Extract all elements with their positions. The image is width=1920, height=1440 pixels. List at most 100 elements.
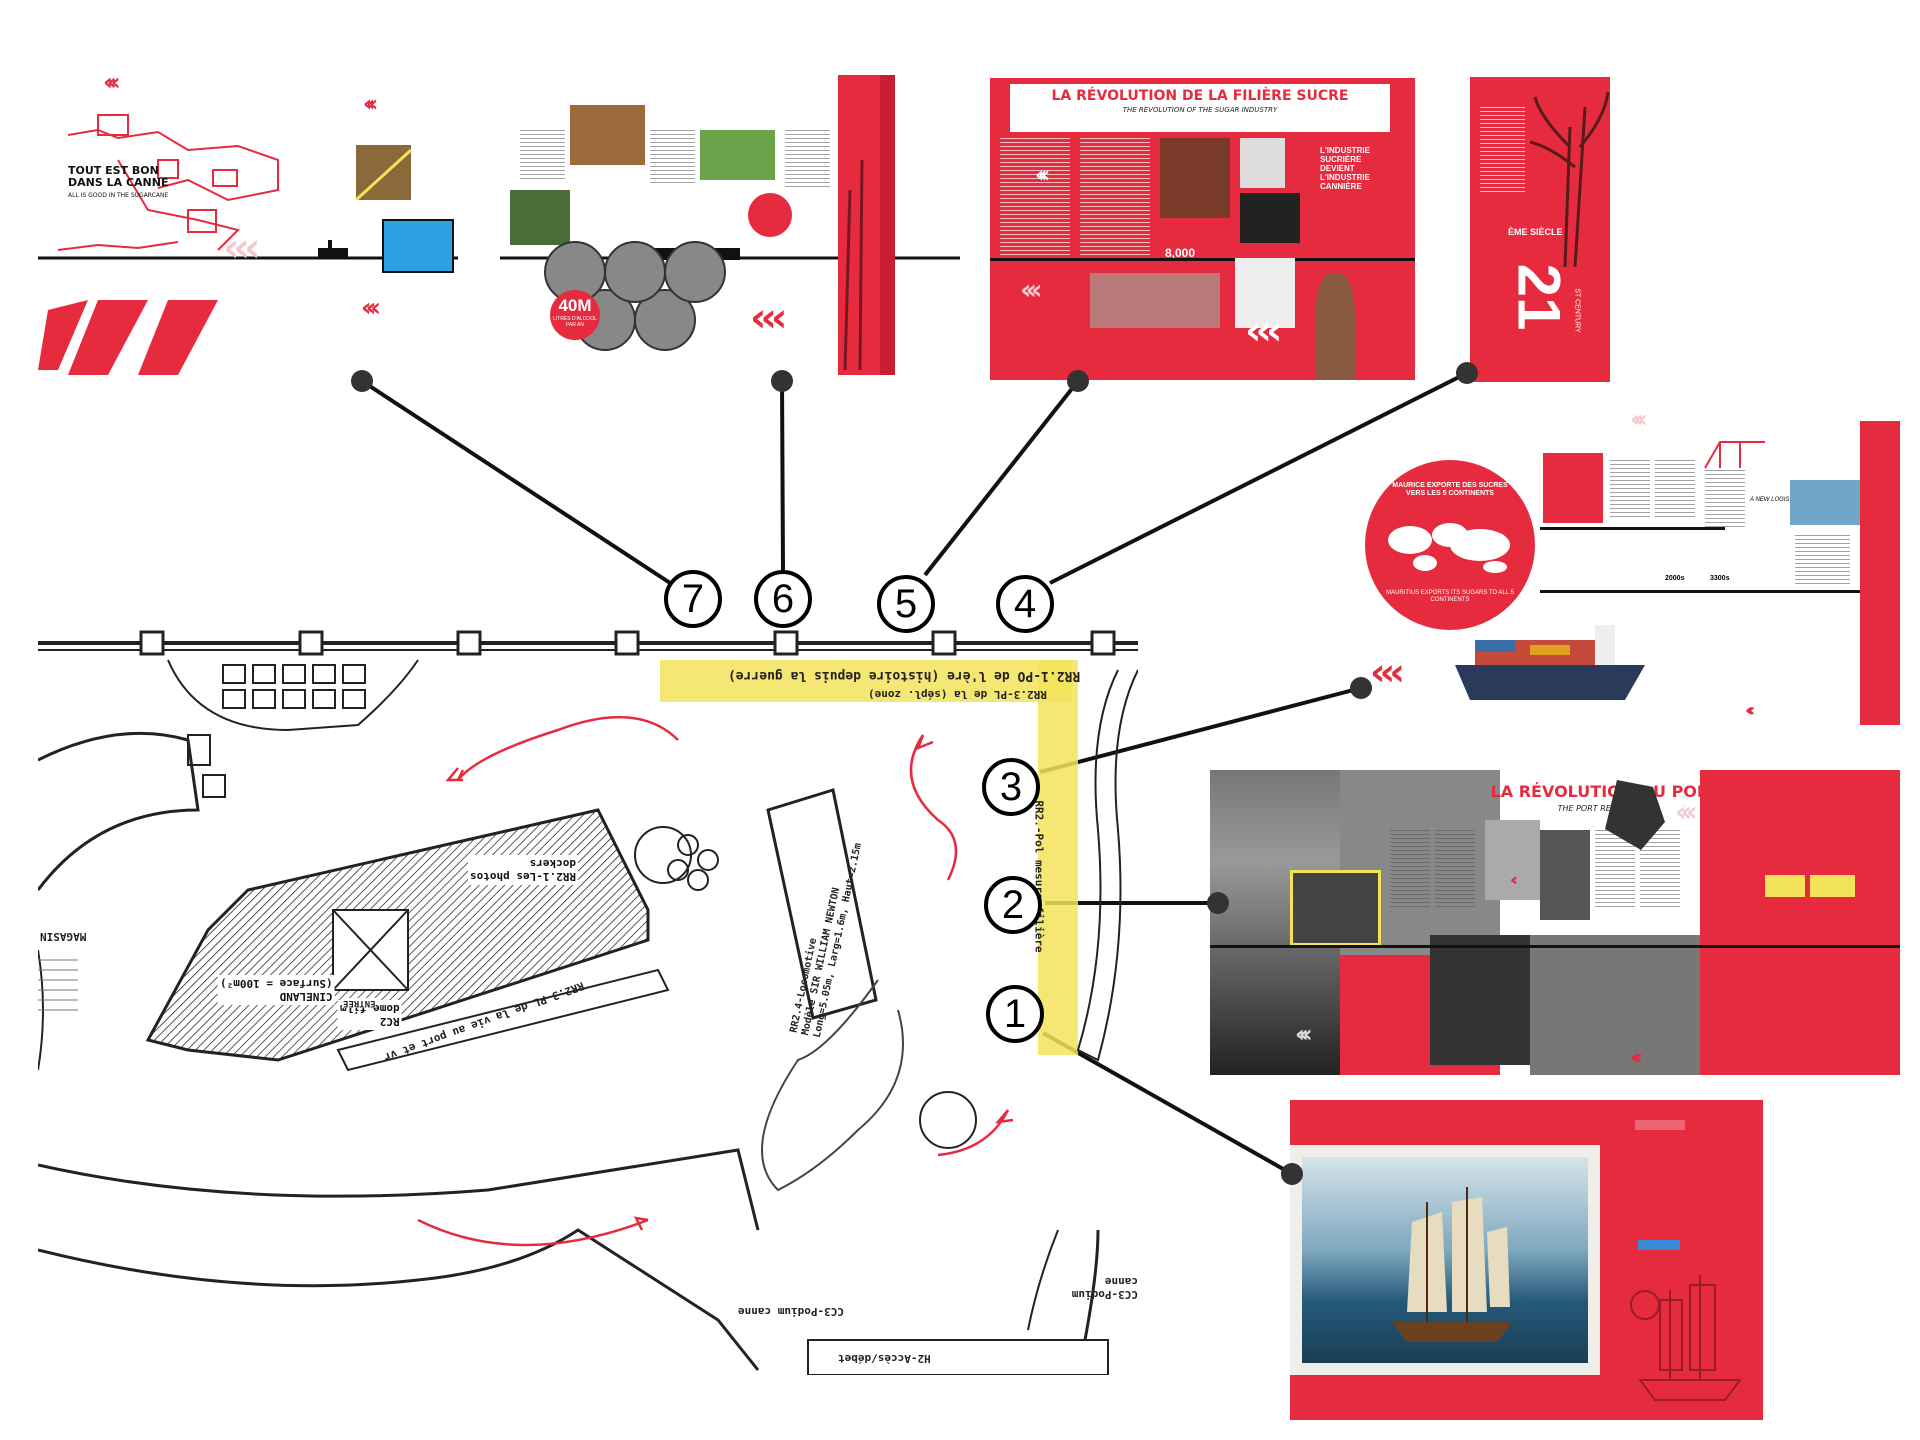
text-column: [785, 130, 830, 190]
connector-dot-3: [1350, 677, 1372, 699]
archive-photo: [1240, 138, 1285, 188]
info-tag: [1638, 1240, 1680, 1250]
panel-7-heading-line1: TOUT EST BON: [68, 164, 159, 177]
chevron-icon: ‹‹‹: [750, 295, 788, 341]
chevron-icon: ‹‹‹: [1245, 308, 1283, 354]
chevron-icon: ‹‹‹: [363, 92, 378, 117]
panel-7-heading-line2: DANS LA CANNE: [68, 176, 169, 189]
text-column: [1480, 107, 1525, 192]
factory-diagram: [38, 114, 458, 375]
text-line: [1635, 1120, 1685, 1130]
year-label-1: 2000s: [1665, 575, 1685, 582]
plan-label-top2: RR2.3-PL de la (sépl. zone): [868, 688, 1047, 701]
route-highlight-vertical: [1038, 660, 1078, 1055]
panel-5-header: LA RÉVOLUTION DE LA FILIÈRE SUCRE THE RE…: [1010, 84, 1390, 132]
chevron-icon: ‹‹‹: [1745, 700, 1756, 721]
chevron-icon: ‹‹‹: [361, 293, 381, 323]
plan-podium-label-2: CC3-Podium canne: [1071, 1275, 1138, 1301]
connector-dot-2: [1207, 892, 1229, 914]
marker-1[interactable]: 1: [986, 985, 1044, 1043]
connector-dot-6: [771, 370, 793, 392]
chevron-icon: ‹‹‹: [223, 225, 261, 271]
text-column: [1390, 830, 1430, 910]
plan-photos-label: RR2.1-Les photos dockers: [468, 855, 578, 885]
panel-4-21st-century: 21 ÈME SIÈCLE ST CENTURY: [1470, 77, 1610, 382]
connector-dot-1: [1281, 1163, 1303, 1185]
panel-2-header: LA RÉVOLUTION DU PORT THE PORT REVOLUTIO…: [1485, 782, 1725, 832]
text-column: [1000, 138, 1070, 258]
container-ship-icon: [1455, 625, 1645, 700]
text-column: [1705, 470, 1745, 530]
world-map-icon: [1388, 523, 1510, 573]
floor-plan-drawing: [38, 630, 1138, 1375]
plan-magasin-label: MAGASIN: [40, 930, 87, 943]
panel-7-subtitle: ALL IS GOOD IN THE SUGARCANE: [68, 192, 169, 199]
plan-photos-label-2: dockers: [529, 857, 576, 870]
plan-label-top1: RR2.1-PO de l'ère (histoire depuis la gu…: [728, 668, 1081, 683]
panel-5-title: LA RÉVOLUTION DE LA FILIÈRE SUCRE: [1051, 88, 1349, 104]
panel-2-subtitle: THE PORT REVOLUTION: [1557, 804, 1653, 813]
panel-1-ship-diorama: [1290, 1100, 1763, 1420]
marker-7[interactable]: 7: [664, 570, 722, 628]
red-banner: [1860, 421, 1900, 725]
plan-entry-label: ENTRÉE: [343, 998, 376, 1008]
timeline-line: [990, 258, 1415, 261]
barrel-stat-text: LITRES D'ALCOOL PAR AN: [553, 316, 597, 328]
marker-3[interactable]: 3: [982, 758, 1040, 816]
panel-3-exports: MAURICE EXPORTE DES SUCRES VERS LES 5 CO…: [1365, 415, 1900, 725]
text-column: [1795, 535, 1850, 585]
chevron-icon: ‹‹‹: [1510, 870, 1517, 889]
chevron-icon: ‹‹‹: [103, 70, 121, 96]
chevron-icon: ‹‹‹: [1370, 650, 1405, 694]
year-label-2: 3300s: [1710, 575, 1730, 582]
red-banner: [1700, 770, 1900, 1075]
chevron-icon: ‹‹‹: [1630, 1045, 1643, 1069]
text-card: [1543, 453, 1603, 523]
marker-4[interactable]: 4: [996, 575, 1054, 633]
panel-5-callout: L'INDUSTRIE SUCRIÈRE DEVIENT L'INDUSTRIE…: [1320, 146, 1370, 191]
connector-dot-5: [1067, 370, 1089, 392]
timeline-line: [1540, 590, 1900, 593]
marker-5[interactable]: 5: [877, 575, 935, 633]
archive-photo: [1540, 830, 1590, 920]
connector-dot-4: [1456, 362, 1478, 384]
text-column: [1655, 460, 1695, 520]
plan-bottom-label: H2-Accès/débet: [838, 1352, 931, 1365]
archive-photo: [1160, 138, 1230, 218]
diorama-sea-scene: [1302, 1157, 1588, 1363]
panel-6-byproducts: 40M LITRES D'ALCOOL PAR AN ‹‹‹: [500, 70, 960, 380]
panel-7-sugarcane-uses: TOUT EST BON DANS LA CANNE ALL IS GOOD I…: [38, 70, 458, 380]
text-column: [1435, 830, 1475, 910]
chevron-icon: ‹‹‹: [1295, 1020, 1313, 1048]
timeline-line: [1540, 527, 1725, 530]
text-column: [1080, 138, 1150, 258]
marker-6[interactable]: 6: [754, 570, 812, 628]
plan-photos-label-1: RR2.1-Les photos: [470, 870, 576, 883]
chevron-icon: ‹‹‹: [1675, 795, 1697, 828]
callout-box: [1810, 875, 1855, 897]
workers-photo: [1430, 935, 1530, 1065]
connector-dot-7: [351, 370, 373, 392]
archive-photo: [1235, 258, 1295, 328]
sailing-ship-icon: [1392, 1187, 1512, 1342]
sugarcane-icon: [1530, 91, 1610, 267]
text-column: [520, 130, 565, 180]
plan-podium-label-1: CC3-Podium canne: [738, 1305, 844, 1318]
crane-icon: [1700, 440, 1770, 470]
logistic-label: A NEW LOGISTIC: [1750, 497, 1800, 503]
chevron-icon: ‹‹‹: [1020, 273, 1042, 306]
archive-photo: [1240, 193, 1300, 243]
chevron-icon: ‹‹‹: [1035, 163, 1050, 188]
panel-5-stat: 8,000: [1165, 246, 1196, 260]
port-photo: [1790, 480, 1865, 525]
plan-cinema-label-2: (Surface = 100m²): [220, 977, 333, 990]
chimney-photo: [1315, 273, 1355, 380]
route-highlight-horizontal: [660, 660, 1072, 702]
chevron-icon: ‹‹‹: [1630, 415, 1648, 433]
floor-plan: RR2.1-PO de l'ère (histoire depuis la gu…: [38, 630, 1138, 1375]
marker-2[interactable]: 2: [984, 876, 1042, 934]
archive-photo: [1485, 820, 1540, 900]
highlight-photo: [1290, 870, 1381, 946]
circle-title: MAURICE EXPORTE DES SUCRES VERS LES 5 CO…: [1392, 482, 1508, 497]
